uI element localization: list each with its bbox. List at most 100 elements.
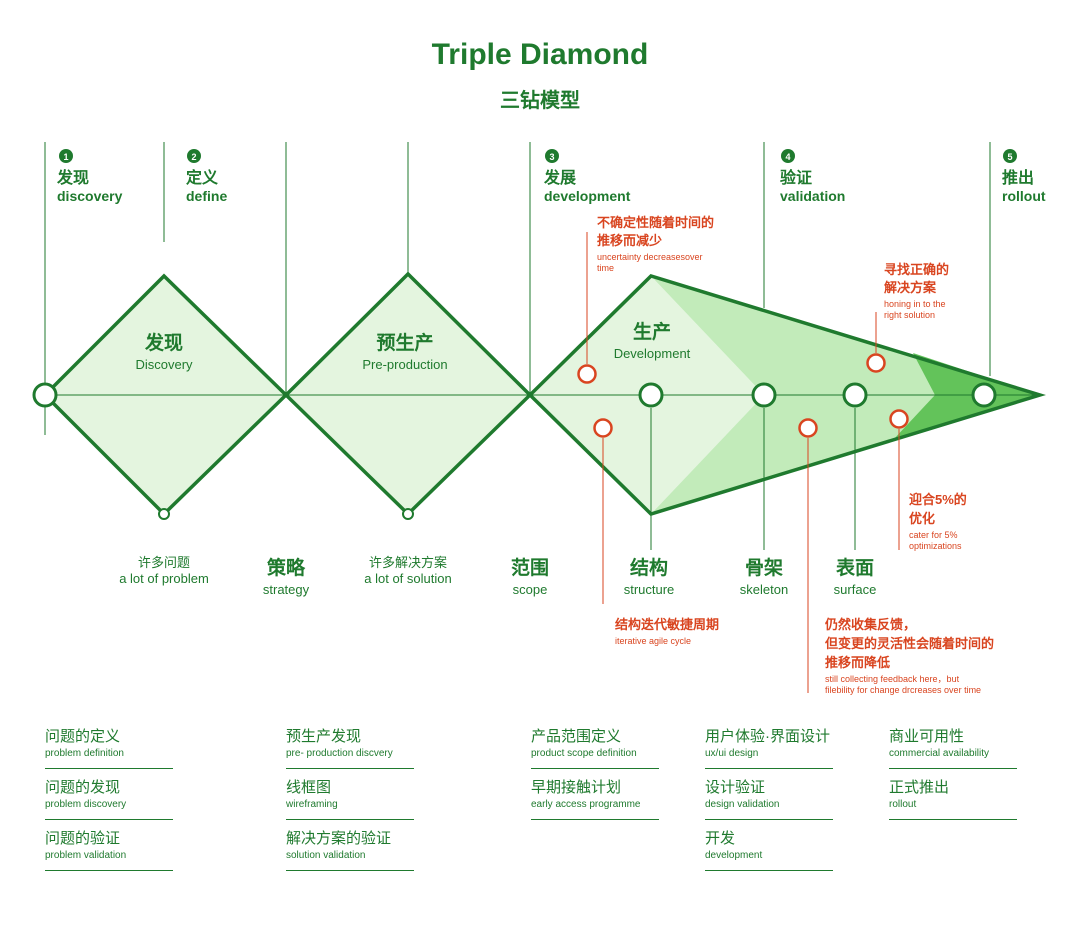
diamond-label-en: Discovery — [135, 357, 193, 372]
page-subtitle: 三钻模型 — [500, 90, 580, 112]
node — [32, 382, 58, 408]
stage-badge — [545, 149, 559, 163]
stage-en: rollout — [1002, 188, 1046, 204]
stage-heading-3: 3 发展 development — [543, 149, 631, 204]
small-node — [402, 508, 414, 520]
note-zh: 寻找正确的 — [884, 262, 949, 277]
stage-badge — [1003, 149, 1017, 163]
diamond-label-zh: 预生产 — [376, 331, 433, 354]
diamond-label-en: Pre-production — [362, 357, 447, 372]
list-item-en: problem discovery — [45, 799, 127, 810]
list-item-en: early access programme — [531, 799, 641, 810]
note-marker — [889, 409, 909, 429]
note-optimize: 迎合5%的 优化 cater for 5% optimizations — [909, 492, 967, 551]
skeleton-label-en: skeleton — [740, 582, 788, 597]
list-item-en: development — [705, 850, 763, 861]
note-en: filebility for change drcreases over tim… — [825, 685, 981, 695]
diamond-label-zh: 生产 — [633, 320, 671, 343]
note-feedback: 仍然收集反馈， 但变更的灵活性会随着时间的 推移而降低 still collec… — [824, 617, 994, 695]
diamond-label-zh: 发现 — [144, 331, 183, 354]
stage-badge — [781, 149, 795, 163]
note-marker — [577, 364, 597, 384]
list-item-en: design validation — [705, 799, 780, 810]
skeleton-label-zh: 骨架 — [745, 557, 783, 579]
list-item: 开发 development — [705, 829, 833, 871]
list-item-en: commercial availability — [889, 748, 990, 759]
list-item: 问题的发现 problem discovery — [45, 778, 173, 820]
surface-label-en: surface — [834, 582, 877, 597]
list-item: 早期接触计划 early access programme — [531, 778, 659, 820]
stage-number: 2 — [191, 152, 196, 162]
preproduction-diamond — [283, 271, 533, 517]
note-zh: 仍然收集反馈， — [824, 617, 916, 632]
list-item-zh: 用户体验·界面设计 — [705, 728, 830, 745]
note-zh: 解决方案 — [883, 280, 937, 295]
note-en: right solution — [884, 310, 935, 320]
list-item: 预生产发现 pre- production discvery — [286, 727, 414, 769]
list-item-en: problem validation — [45, 850, 127, 861]
stage-zh: 发现 — [56, 168, 89, 187]
list-item-zh: 设计验证 — [705, 779, 766, 796]
note-en: optimizations — [909, 541, 962, 551]
development-wedge-strong — [893, 353, 1040, 440]
note-zh: 推移而减少 — [597, 233, 662, 248]
stage-zh: 发展 — [543, 168, 577, 187]
node — [971, 382, 997, 408]
list-item-zh: 问题的定义 — [45, 728, 121, 745]
list-item-zh: 问题的验证 — [45, 830, 121, 847]
stage-heading-4: 4 验证 validation — [780, 149, 845, 204]
stage-en: define — [186, 188, 227, 204]
stage-heading-2: 2 定义 define — [185, 149, 227, 204]
page-title: Triple Diamond — [431, 38, 649, 71]
note-marker — [593, 418, 613, 438]
list-item: 产品范围定义 product scope definition — [531, 727, 659, 769]
scope-label-en: scope — [513, 582, 548, 597]
stage-en: discovery — [57, 188, 123, 204]
stage-en: development — [544, 188, 631, 204]
list-item-zh: 预生产发现 — [286, 728, 362, 745]
list-item-zh: 正式推出 — [889, 779, 950, 796]
list-item-en: wireframing — [286, 799, 338, 810]
list-item-zh: 早期接触计划 — [531, 779, 622, 796]
note-en: honing in to the — [884, 299, 946, 309]
list-item: 问题的定义 problem definition — [45, 727, 173, 769]
note-en: still collecting feedback here，but — [825, 674, 960, 684]
note-agile: 结构迭代敏捷周期 iterative agile cycle — [615, 617, 719, 646]
note-en: iterative agile cycle — [615, 636, 691, 646]
scope-label-zh: 范围 — [511, 556, 549, 579]
note-zh: 推移而降低 — [825, 655, 890, 670]
stage-number: 1 — [63, 152, 68, 162]
structure-label-zh: 结构 — [630, 556, 668, 579]
solutions-label-zh: 许多解决方案 — [369, 555, 447, 570]
note-marker — [798, 418, 818, 438]
stage-heading-1: 1 发现 discovery — [56, 149, 123, 204]
stage-heading-5: 5 推出 rollout — [1002, 149, 1046, 204]
list-item: 商业可用性 commercial availability — [889, 727, 1017, 769]
list-item-zh: 产品范围定义 — [531, 728, 622, 745]
surface-label-zh: 表面 — [836, 556, 874, 579]
list-item-zh: 线框图 — [286, 779, 332, 796]
list-item-en: ux/ui design — [705, 748, 759, 759]
list-item-zh: 问题的发现 — [45, 779, 121, 796]
activity-column-5: 商业可用性 commercial availability 正式推出 rollo… — [889, 727, 1017, 829]
node — [751, 382, 777, 408]
stage-badge — [187, 149, 201, 163]
strategy-label-en: strategy — [263, 582, 310, 597]
stage-number: 5 — [1007, 152, 1012, 162]
activity-column-2: 预生产发现 pre- production discvery 线框图 wiref… — [286, 727, 414, 880]
list-item: 设计验证 design validation — [705, 778, 833, 820]
stage-number: 4 — [785, 152, 790, 162]
problems-label-en: a lot of problem — [119, 571, 209, 586]
note-uncertainty: 不确定性随着时间的 推移而减少 uncertainty decreasesove… — [597, 215, 714, 273]
note-en: cater for 5% — [909, 530, 958, 540]
stage-zh: 推出 — [1002, 168, 1034, 187]
list-item-en: rollout — [889, 799, 917, 810]
note-zh: 但变更的灵活性会随着时间的 — [824, 636, 994, 651]
note-zh: 结构迭代敏捷周期 — [615, 617, 719, 632]
list-item-en: pre- production discvery — [286, 748, 393, 759]
activity-column-1: 问题的定义 problem definition 问题的发现 problem d… — [45, 727, 173, 880]
diamond-label-en: Development — [614, 346, 691, 361]
list-item-en: product scope definition — [531, 748, 637, 759]
list-item: 问题的验证 problem validation — [45, 829, 173, 871]
